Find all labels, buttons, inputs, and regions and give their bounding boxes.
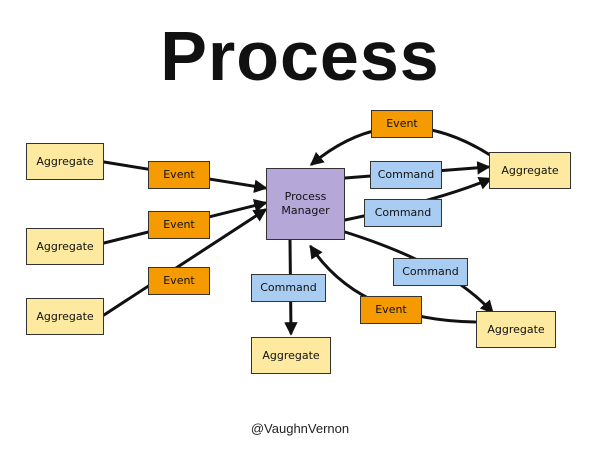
command-node-bottom: Command	[251, 274, 326, 302]
process-manager-node: Process Manager	[266, 168, 345, 240]
aggregate-node-left-top: Aggregate	[26, 143, 104, 180]
event-node-right-bottom: Event	[360, 296, 422, 324]
command-node-right-lower: Command	[393, 258, 468, 286]
aggregate-node-right-bottom: Aggregate	[476, 311, 556, 348]
aggregate-node-bottom: Aggregate	[251, 337, 331, 374]
command-node-right-top: Command	[370, 161, 442, 189]
event-node-left-top: Event	[148, 161, 210, 189]
event-node-top: Event	[371, 110, 433, 138]
diagram-title: Process	[160, 17, 440, 95]
command-node-right-middle: Command	[364, 199, 442, 227]
event-node-left-bottom: Event	[148, 267, 210, 295]
aggregate-node-left-bottom: Aggregate	[26, 298, 104, 335]
aggregate-node-left-middle: Aggregate	[26, 228, 104, 265]
aggregate-node-right-top: Aggregate	[489, 152, 571, 189]
edge-left-bot-to-manager	[102, 208, 268, 317]
event-node-left-middle: Event	[148, 211, 210, 239]
author-credit: @VaughnVernon	[250, 421, 350, 436]
